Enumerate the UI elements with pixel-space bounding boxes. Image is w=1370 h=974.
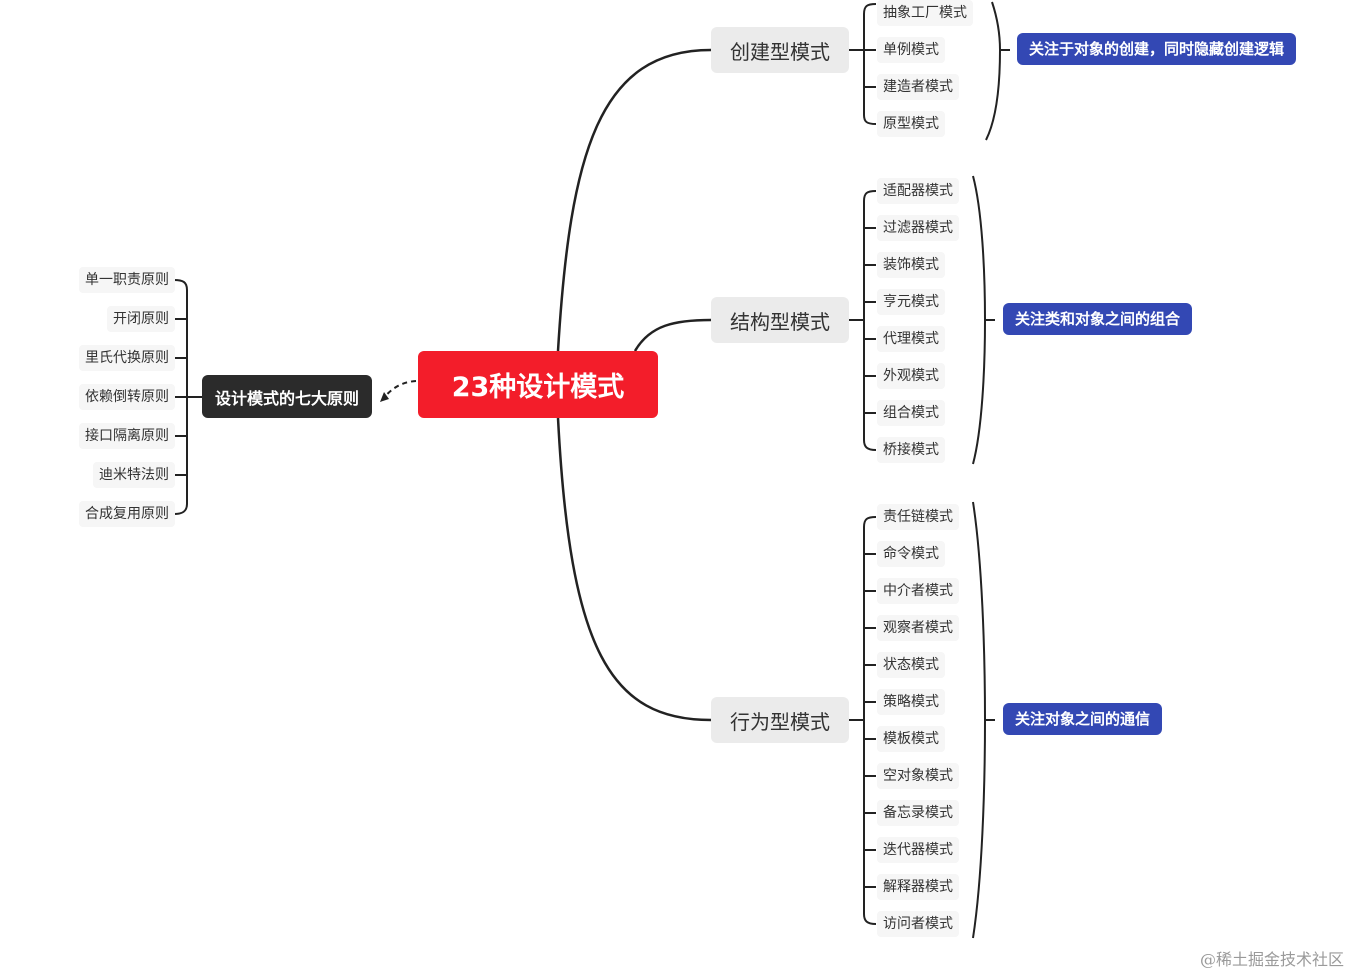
pattern-item[interactable]: 策略模式	[877, 689, 945, 715]
pattern-item[interactable]: 迭代器模式	[877, 837, 959, 863]
branch-root-behavioral	[556, 417, 712, 722]
summary-creational[interactable]: 关注于对象的创建，同时隐藏创建逻辑	[1017, 33, 1297, 65]
pattern-item[interactable]: 适配器模式	[877, 178, 959, 204]
principle-item[interactable]: 开闭原则	[107, 306, 175, 332]
pattern-item[interactable]: 抽象工厂模式	[877, 0, 973, 26]
root-node[interactable]: 23种设计模式	[418, 351, 658, 418]
pattern-item[interactable]: 建造者模式	[877, 74, 959, 100]
brace-creational	[985, 1, 1002, 141]
principle-item[interactable]: 接口隔离原则	[79, 423, 175, 449]
bus-behavioral	[863, 516, 877, 925]
principles-node[interactable]: 设计模式的七大原则	[202, 375, 372, 418]
principle-item[interactable]: 迪米特法则	[93, 462, 175, 488]
pattern-item[interactable]: 组合模式	[877, 400, 945, 426]
pattern-item[interactable]: 装饰模式	[877, 252, 945, 278]
principle-item[interactable]: 单一职责原则	[79, 267, 175, 293]
branch-root-creational	[556, 48, 712, 352]
category-behavioral[interactable]: 行为型模式	[711, 697, 849, 743]
category-structural[interactable]: 结构型模式	[711, 297, 849, 343]
pattern-item[interactable]: 原型模式	[877, 111, 945, 137]
bus-structural	[863, 190, 877, 451]
pattern-item[interactable]: 代理模式	[877, 326, 945, 352]
pattern-item[interactable]: 空对象模式	[877, 763, 959, 789]
summary-behavioral[interactable]: 关注对象之间的通信	[1003, 703, 1163, 735]
branch-root-structural	[633, 318, 712, 352]
pattern-item[interactable]: 备忘录模式	[877, 800, 959, 826]
brace-behavioral	[972, 501, 987, 939]
branch-root-principles	[382, 380, 417, 400]
watermark: @稀土掘金技术社区	[1200, 950, 1345, 969]
principle-item[interactable]: 里氏代换原则	[79, 345, 175, 371]
pattern-item[interactable]: 桥接模式	[877, 437, 945, 463]
pattern-item[interactable]: 访问者模式	[877, 911, 959, 937]
principles-arrow-head	[380, 392, 389, 402]
pattern-item[interactable]: 责任链模式	[877, 504, 959, 530]
pattern-item[interactable]: 观察者模式	[877, 615, 959, 641]
pattern-item[interactable]: 解释器模式	[877, 874, 959, 900]
bus-creational	[863, 3, 877, 125]
category-creational[interactable]: 创建型模式	[711, 27, 849, 73]
pattern-item[interactable]: 模板模式	[877, 726, 945, 752]
pattern-item[interactable]: 外观模式	[877, 363, 945, 389]
summary-structural[interactable]: 关注类和对象之间的组合	[1003, 303, 1193, 335]
pattern-item[interactable]: 状态模式	[877, 652, 945, 678]
brace-structural	[972, 175, 987, 465]
pattern-item[interactable]: 中介者模式	[877, 578, 959, 604]
pattern-item[interactable]: 过滤器模式	[877, 215, 959, 241]
principle-item[interactable]: 合成复用原则	[79, 501, 175, 527]
principle-item[interactable]: 依赖倒转原则	[79, 384, 175, 410]
pattern-item[interactable]: 亨元模式	[877, 289, 945, 315]
pattern-item[interactable]: 命令模式	[877, 541, 945, 567]
pattern-item[interactable]: 单例模式	[877, 37, 945, 63]
